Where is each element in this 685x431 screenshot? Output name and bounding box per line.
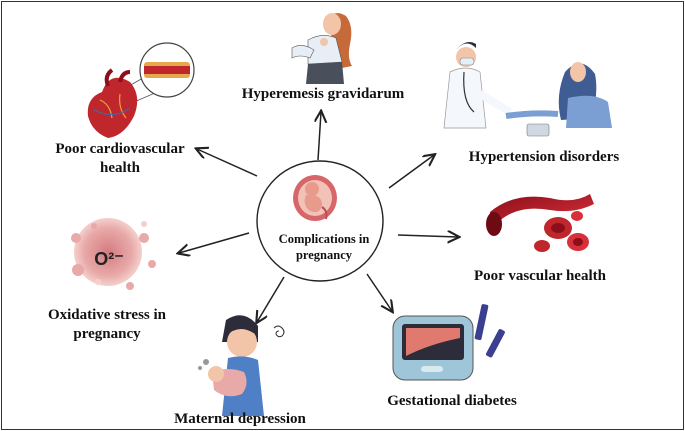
label-hypertension: Hypertension disorders bbox=[468, 149, 620, 165]
glucose-meter-icon bbox=[392, 304, 505, 381]
blood-pressure-check-icon bbox=[443, 42, 612, 137]
stressed-mother-icon bbox=[198, 315, 285, 416]
fetus-icon bbox=[293, 175, 337, 221]
label-hyperemesis: Hyperemesis gravidarum bbox=[241, 86, 405, 102]
connector-arrows bbox=[179, 112, 458, 322]
label-oxidative: Oxidative stress in pregnancy bbox=[47, 307, 167, 342]
label-vascular: Poor vascular health bbox=[474, 268, 606, 284]
arrow-to-hypertension bbox=[388, 155, 434, 189]
nauseous-woman-icon bbox=[291, 13, 352, 84]
arrow-to-hyperemesis bbox=[318, 112, 321, 161]
arrow-to-oxidative bbox=[179, 232, 250, 253]
center-node-circle bbox=[256, 160, 384, 282]
arrow-to-vascular bbox=[397, 235, 458, 237]
arrow-to-depression bbox=[257, 276, 285, 322]
blood-vessel-icon bbox=[486, 194, 594, 252]
oxygen-radical-text: O²⁻ bbox=[94, 249, 124, 269]
arrow-to-diabetes bbox=[366, 273, 392, 311]
oxygen-radical-icon bbox=[71, 218, 156, 290]
label-diabetes: Gestational diabetes bbox=[387, 393, 517, 409]
arrow-to-cardio bbox=[197, 149, 258, 177]
center-node-label: Complications in pregnancy bbox=[278, 232, 370, 262]
label-cardio: Poor cardiovascular health bbox=[55, 141, 185, 176]
heart-artery-icon bbox=[87, 42, 195, 138]
label-depression: Maternal depression bbox=[174, 411, 306, 427]
